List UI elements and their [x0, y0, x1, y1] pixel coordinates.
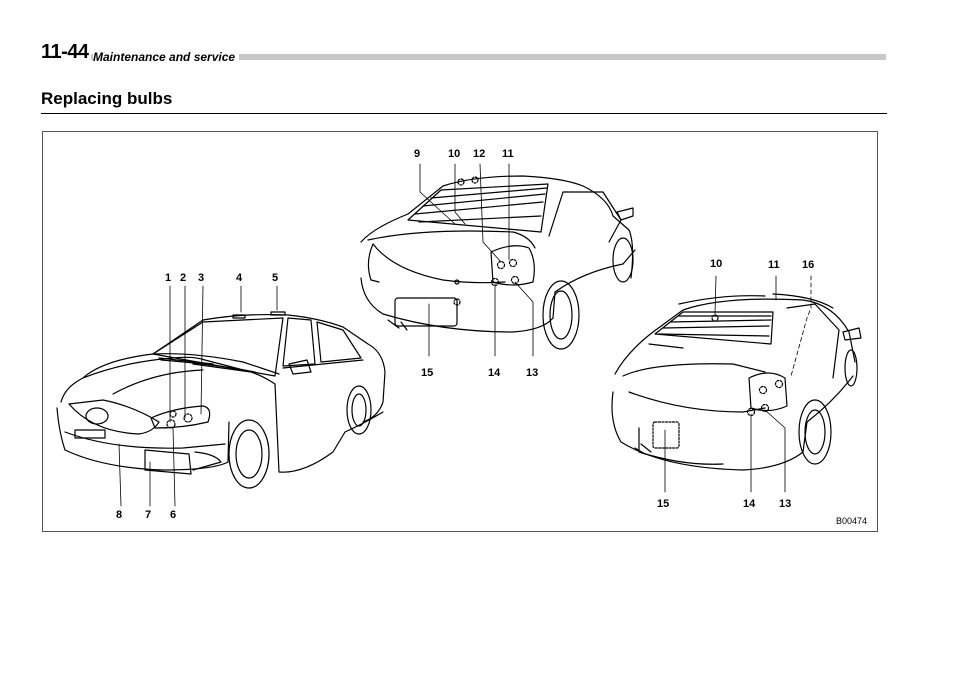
callout-label: 11 [502, 148, 514, 160]
callout-label: 9 [414, 148, 421, 160]
callout-label: 15 [657, 498, 670, 510]
header-rule [41, 54, 886, 60]
leader-lines [118, 163, 812, 507]
bulb-location-figure: 1 2 3 4 5 8 7 6 9 10 12 11 15 14 13 10 1… [42, 131, 878, 532]
callout-label: 3 [198, 272, 205, 284]
callout-label: 6 [170, 509, 177, 521]
callout-label: 2 [180, 272, 187, 284]
wagon-rear-illustration [611, 293, 862, 471]
page-number: 11-44 [41, 41, 91, 64]
sedan-rear-illustration [360, 175, 636, 350]
callout-label: 12 [473, 148, 486, 160]
page-header: 11-44 Maintenance and service [41, 41, 886, 65]
car-illustrations [56, 163, 862, 507]
callout-label: 15 [421, 367, 434, 379]
title-divider [41, 113, 887, 114]
callout-label: 10 [710, 258, 723, 270]
callout-label: 7 [145, 509, 152, 521]
section-title: Maintenance and service [93, 50, 240, 64]
callout-label: 14 [488, 367, 501, 379]
callout-label: 16 [802, 259, 815, 271]
callout-label: 8 [116, 509, 123, 521]
callout-label: 11 [768, 259, 780, 271]
callout-label: 1 [165, 272, 172, 284]
callout-label: 14 [743, 498, 756, 510]
sedan-front-illustration [56, 311, 386, 489]
figure-id: B00474 [836, 516, 868, 526]
callout-label: 13 [526, 367, 539, 379]
callout-label: 4 [236, 272, 243, 284]
callout-label: 5 [272, 272, 279, 284]
callout-label: 13 [779, 498, 792, 510]
page-title: Replacing bulbs [41, 89, 173, 108]
callout-label: 10 [448, 148, 461, 160]
